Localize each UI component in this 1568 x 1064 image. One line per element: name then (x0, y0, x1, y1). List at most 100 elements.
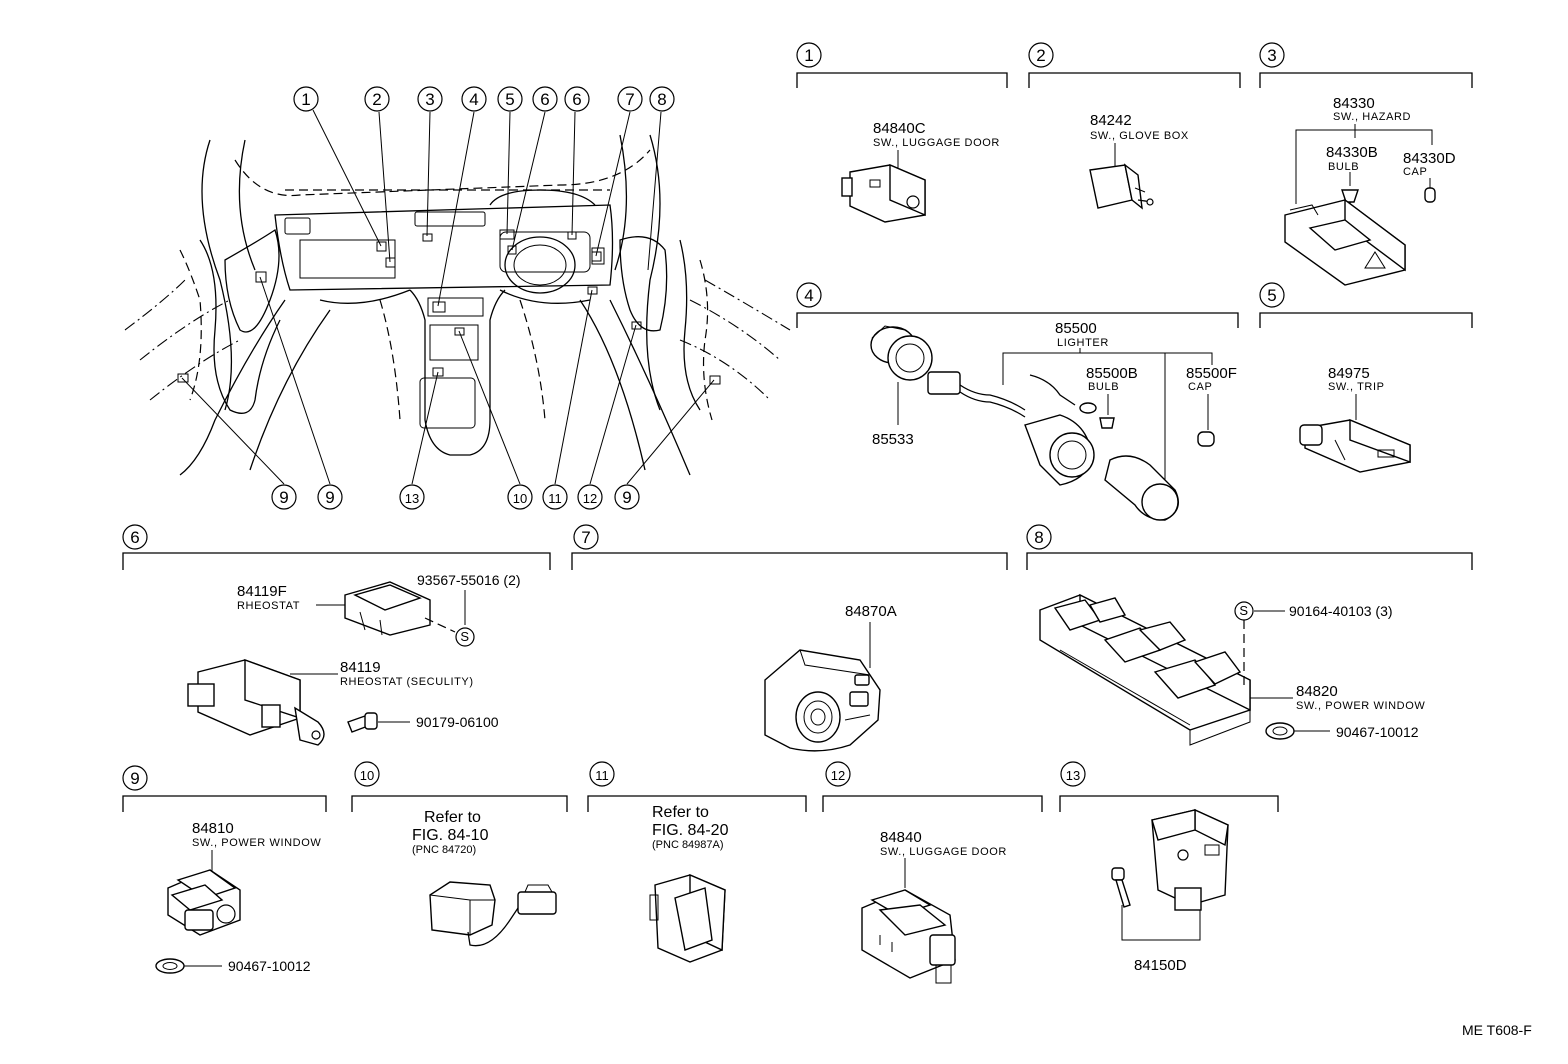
svg-text:3: 3 (425, 90, 434, 109)
svg-text:12: 12 (583, 491, 597, 506)
svg-text:8: 8 (657, 90, 666, 109)
part-number-90467-10012-a: 90467-10012 (1336, 724, 1419, 740)
callout-3[interactable]: 3 (417, 86, 443, 112)
section-4: 4 85500 LIGHTER 85500B BULB 85500F CAP 8… (796, 282, 1239, 521)
part-number-84330B: 84330B (1326, 144, 1378, 161)
callout-6b[interactable]: 6 (564, 86, 590, 112)
part-number-84150D: 84150D (1134, 957, 1187, 974)
svg-text:13: 13 (1066, 768, 1080, 783)
svg-text:5: 5 (1267, 286, 1276, 305)
part-desc-85500F: CAP (1188, 381, 1212, 393)
diagram-code: ME T608-F (1462, 1022, 1532, 1038)
section-12: 12 84840 SW., LUGGAGE DOOR (822, 761, 1043, 984)
refer-to-10: Refer to (424, 809, 481, 826)
callout-9b[interactable]: 9 (317, 484, 343, 510)
switch-13-drawing (1151, 808, 1229, 911)
screw-s-callout-8: S (1234, 601, 1254, 621)
section-5: 5 84975 SW., TRIP (1259, 282, 1473, 473)
section-1: 1 84840C SW., LUGGAGE DOOR (796, 42, 1008, 223)
callout-9c[interactable]: 9 (614, 484, 640, 510)
part-number-84119: 84119 (340, 659, 381, 676)
callout-5[interactable]: 5 (497, 86, 523, 112)
part-number-84840: 84840 (880, 829, 922, 846)
svg-text:7: 7 (581, 528, 590, 547)
hazard-cap-drawing (1424, 178, 1436, 203)
part-desc-85500B: BULB (1088, 381, 1119, 393)
svg-text:13: 13 (405, 491, 419, 506)
part-number-84840C: 84840C (873, 120, 926, 137)
trip-switch-drawing (1299, 418, 1411, 473)
part-number-84810: 84810 (192, 820, 234, 837)
callout-7[interactable]: 7 (617, 86, 643, 112)
callout-13[interactable]: 13 (399, 484, 425, 510)
part-desc-84119: RHEOSTAT (SECULITY) (340, 676, 474, 688)
glove-box-switch-drawing (1089, 163, 1154, 210)
part-desc-84330B: BULB (1328, 161, 1359, 173)
refer-to-11: Refer to (652, 804, 709, 821)
lighter-bulb-drawing (1099, 417, 1115, 429)
section-6: 6 84119F RHEOSTAT 93567-55016 (2) S 8411… (122, 524, 551, 746)
svg-text:6: 6 (130, 528, 139, 547)
svg-text:9: 9 (279, 488, 288, 507)
part-number-84975: 84975 (1328, 365, 1370, 382)
part-desc-85500: LIGHTER (1057, 337, 1109, 349)
callout-10[interactable]: 10 (507, 484, 533, 510)
lighter-ring-drawing (870, 325, 933, 381)
part-number-85500B: 85500B (1086, 365, 1138, 382)
clip-90467-b-drawing (155, 958, 185, 974)
svg-text:9: 9 (325, 488, 334, 507)
section-11: 11 Refer to FIG. 84-20 (PNC 84987A) (587, 761, 807, 963)
svg-text:S: S (460, 629, 469, 644)
callout-9a[interactable]: 9 (271, 484, 297, 510)
callout-12[interactable]: 12 (577, 484, 603, 510)
svg-text:1: 1 (301, 90, 310, 109)
section-9: 9 84810 SW., POWER WINDOW 90467-10012 (122, 765, 327, 974)
svg-text:9: 9 (130, 769, 139, 788)
part-desc-84820: SW., POWER WINDOW (1296, 700, 1425, 712)
part-number-90179-06100: 90179-06100 (416, 714, 499, 730)
section-2: 2 84242 SW., GLOVE BOX (1028, 42, 1241, 210)
section-7: 7 84870A (571, 524, 1008, 752)
part-number-84330D: 84330D (1403, 150, 1456, 167)
power-window-switch-drawing (167, 869, 241, 936)
svg-text:4: 4 (804, 286, 813, 305)
interior-overview (124, 109, 791, 485)
svg-text:11: 11 (548, 491, 562, 506)
part-number-84820: 84820 (1296, 683, 1338, 700)
bolt-90179-drawing (347, 712, 378, 733)
part-number-84870A: 84870A (845, 603, 897, 620)
part-number-85500: 85500 (1055, 320, 1097, 337)
svg-text:2: 2 (1036, 46, 1045, 65)
part-number-85533: 85533 (872, 431, 914, 448)
pnc-ref-11: (PNC 84987A) (652, 839, 724, 851)
svg-text:1: 1 (804, 46, 813, 65)
part-desc-84975: SW., TRIP (1328, 381, 1385, 393)
callout-11[interactable]: 11 (542, 484, 568, 510)
screw-84150D-drawing (1111, 867, 1131, 908)
callout-6a[interactable]: 6 (532, 86, 558, 112)
part-number-90467-10012-b: 90467-10012 (228, 958, 311, 974)
module-10-drawing (429, 881, 557, 947)
rheostat-drawing (344, 581, 431, 636)
callout-1[interactable]: 1 (293, 86, 319, 112)
part-desc-84119F: RHEOSTAT (237, 600, 300, 612)
svg-text:6: 6 (572, 90, 581, 109)
callout-8[interactable]: 8 (649, 86, 675, 112)
section-8: 8 S 90164-40103 (3) 84820 SW., POWER WIN… (1026, 524, 1473, 746)
part-number-85500F: 85500F (1186, 365, 1237, 382)
fig-ref-11[interactable]: FIG. 84-20 (652, 822, 729, 839)
svg-text:9: 9 (622, 488, 631, 507)
svg-text:S: S (1239, 603, 1248, 618)
fig-ref-10[interactable]: FIG. 84-10 (412, 827, 489, 844)
luggage-door-switch-12-drawing (861, 889, 956, 984)
luggage-door-switch-drawing (841, 163, 926, 223)
svg-text:11: 11 (595, 768, 609, 783)
callout-4[interactable]: 4 (461, 86, 487, 112)
switch-11-drawing (649, 873, 726, 963)
part-number-84242: 84242 (1090, 112, 1132, 129)
callout-2[interactable]: 2 (364, 86, 390, 112)
svg-text:10: 10 (360, 768, 374, 783)
hazard-switch-drawing (1284, 198, 1406, 286)
screw-s-callout: S (455, 627, 475, 647)
light-control-switch-drawing (764, 649, 881, 752)
